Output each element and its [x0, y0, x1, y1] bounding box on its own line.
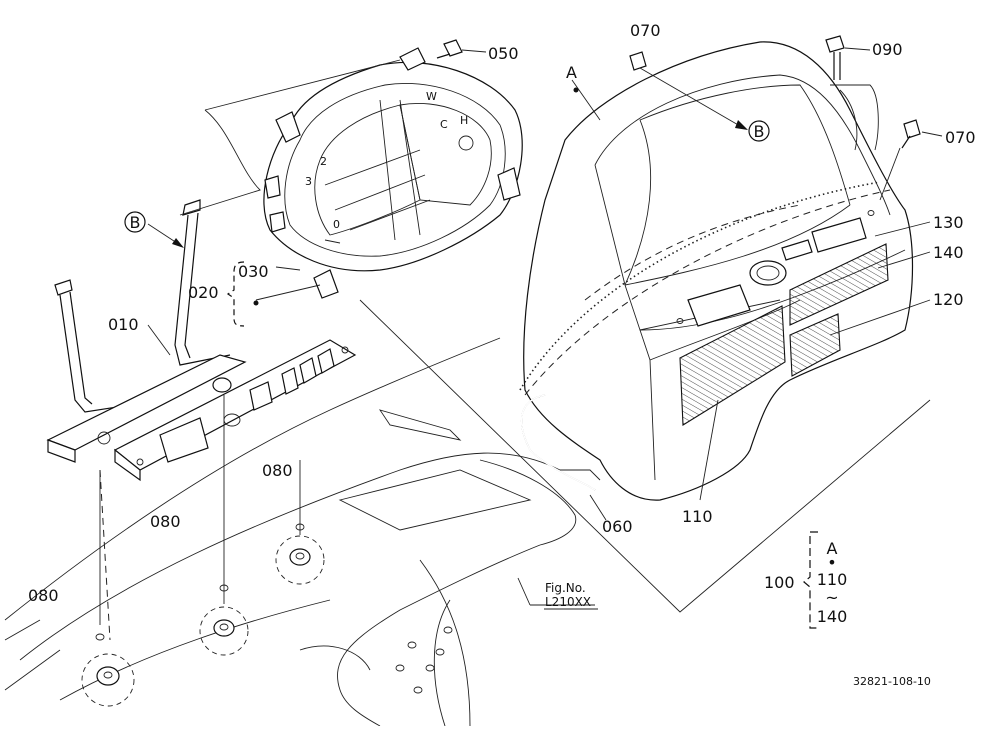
bracket-010	[46, 199, 357, 482]
label-010: 010	[108, 315, 139, 334]
assembly-start: 110	[817, 570, 848, 589]
assembly-tilde: ~	[825, 588, 838, 607]
decal-140	[789, 243, 889, 326]
label-100: 100	[764, 573, 795, 592]
svg-text:0: 0	[333, 218, 340, 231]
label-110: 110	[682, 507, 713, 526]
label-050: 050	[488, 44, 519, 63]
decal-120	[789, 313, 841, 377]
part-labels: 050 070 090 070 A B B 130 140 120 010 02…	[28, 21, 976, 605]
label-140: 140	[933, 243, 964, 262]
bolt-050	[436, 39, 463, 59]
svg-text:B: B	[754, 122, 765, 141]
label-080-left: 080	[28, 586, 59, 605]
label-070-right: 070	[945, 128, 976, 147]
panel-cover-a	[519, 41, 914, 501]
label-060: 060	[602, 517, 633, 536]
svg-text:H: H	[460, 114, 468, 127]
leader-lines	[99, 47, 943, 641]
svg-text:B: B	[130, 213, 141, 232]
fender-holes	[395, 626, 453, 694]
label-020: 020	[188, 283, 219, 302]
label-120: 120	[933, 290, 964, 309]
bolt-070-left	[629, 51, 647, 71]
figure-number: Fig.No. L210XX	[544, 581, 598, 610]
label-070-top: 070	[630, 21, 661, 40]
nut-080-right	[275, 535, 325, 585]
bolt-070-right	[901, 119, 921, 149]
drawing-code: 32821-108-10	[853, 675, 931, 688]
svg-text:C: C	[440, 118, 448, 131]
label-a: A	[566, 63, 577, 82]
label-030: 030	[238, 262, 269, 281]
label-130: 130	[933, 213, 964, 232]
fender-outline	[4, 337, 601, 727]
svg-text:W: W	[426, 90, 437, 103]
assembly-a: A	[827, 539, 838, 558]
callout-b-right: B	[748, 120, 770, 142]
fig-no: L210XX	[545, 595, 591, 609]
assembly-dot: •	[827, 553, 836, 572]
label-080-right: 080	[262, 461, 293, 480]
nut-080-middle	[199, 606, 249, 656]
meter-assembly: 3 2 0 C H W	[263, 47, 523, 299]
seal-060	[520, 394, 596, 491]
svg-text:2: 2	[320, 155, 327, 168]
decal-110	[679, 305, 786, 426]
label-080-middle: 080	[150, 512, 181, 531]
nut-080-left	[81, 653, 135, 707]
assembly-end: 140	[817, 607, 848, 626]
fig-no-label: Fig.No.	[545, 581, 586, 595]
bolt-090	[825, 35, 845, 80]
svg-text:3: 3	[305, 175, 312, 188]
label-090: 090	[872, 40, 903, 59]
callout-b-left: B	[124, 211, 146, 233]
assembly-list-100: 100 A • 110 ~ 140	[764, 531, 848, 629]
